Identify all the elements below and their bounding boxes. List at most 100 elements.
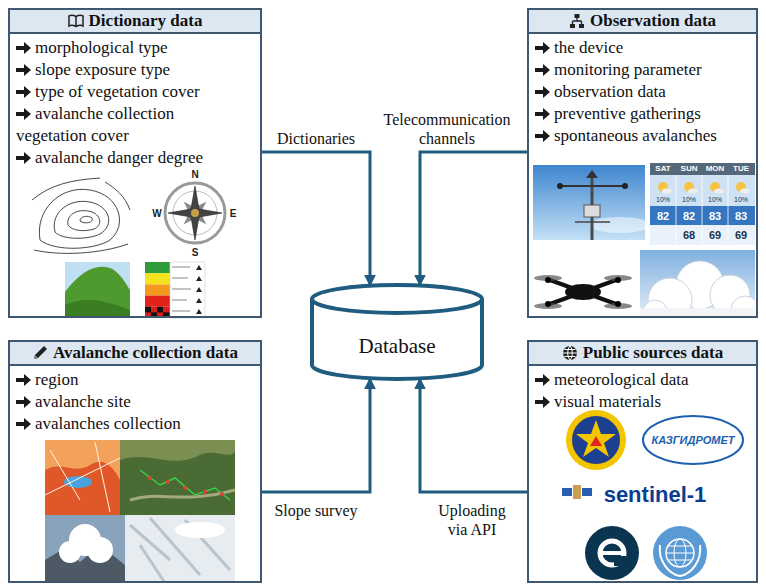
bullet-arrow: [16, 42, 31, 54]
weather-station-photo-part: [575, 221, 610, 223]
avalanche-photo: [640, 250, 755, 318]
header-icon: [562, 345, 578, 361]
satellite-image-part-part: [148, 476, 152, 480]
weather-station-photo-part: [622, 183, 628, 189]
bullet-arrow-part: [16, 42, 31, 54]
contour-map: [32, 178, 130, 253]
sentinel-satellite-icon-part: [573, 485, 581, 499]
bullet-item: region: [16, 369, 240, 391]
weather-widget-part: [688, 189, 698, 194]
bullet-arrow: [535, 374, 550, 386]
panel-header: Avalanche collection data: [10, 342, 260, 366]
esa-logo-part: [614, 556, 626, 566]
image-text: MON: [706, 165, 725, 174]
panel-body: the devicemonitoring parameterobservatio…: [529, 34, 756, 147]
satellite-image: [120, 440, 235, 515]
bullet-arrow: [16, 374, 31, 386]
bullet-arrow-part: [535, 396, 550, 408]
data-panel: Dictionary datamorphological typeslope e…: [8, 8, 262, 318]
bullet-arrow-part: [535, 64, 550, 76]
esa-logo-part: [599, 551, 625, 555]
database-cylinder: Database: [310, 283, 484, 381]
bullet-arrow: [535, 396, 550, 408]
image-text: sentinel-1: [604, 483, 707, 507]
danger-scale-part: [145, 296, 170, 307]
hill-photo-part: [65, 262, 130, 318]
bullet-arrow-part: [535, 108, 550, 120]
image-text: 82: [657, 210, 669, 222]
bullet-item: avalanche danger degree: [16, 147, 240, 169]
region-map-part: [64, 476, 92, 488]
bullet-text: avalanche danger degree: [35, 148, 203, 167]
wmo-logo-part: [666, 539, 694, 567]
contour-map-part: [34, 244, 128, 253]
danger-scale-part: [157, 307, 163, 313]
panel-header: Public sources data: [529, 342, 756, 366]
satellite-image-part-part: [203, 490, 207, 494]
emergency-logo-part: [576, 420, 616, 457]
data-panel: Observation data the device monitoring par…: [527, 8, 758, 318]
bullet-text: avalanches collection: [35, 414, 181, 433]
satellite-image-part-part: [220, 492, 224, 496]
weather-widget: [650, 163, 755, 245]
satellite-image-part: [120, 440, 235, 515]
drone-photo-part: [550, 280, 616, 304]
bullet-item: monitoring parameter: [535, 59, 736, 81]
bullet-arrow-part: [16, 396, 31, 408]
header-icon-part: [34, 346, 47, 359]
wmo-logo-part: [653, 526, 707, 580]
bullet-item: the device: [535, 37, 736, 59]
emergency-logo-part: [572, 416, 620, 464]
drone-photo-part: [565, 284, 601, 300]
bullet-arrow-part: [535, 42, 550, 54]
header-icon-part: [572, 18, 581, 24]
image-text: TUE: [733, 165, 749, 174]
region-map-part: [45, 442, 120, 512]
panel-header: Dictionary data: [10, 10, 260, 34]
bullet-arrow-part: [16, 86, 31, 98]
panel-body: regionavalanche site avalanches collectio…: [10, 366, 260, 435]
satellite-image-part-part: [166, 480, 170, 484]
esa-logo-part: [585, 526, 639, 580]
snow-cloud-photo-part: [59, 524, 113, 563]
header-icon-part: [563, 346, 577, 360]
danger-scale-part: [145, 284, 170, 295]
image-text: 10%: [682, 196, 696, 204]
satellite-image-part: [140, 470, 230, 500]
danger-scale-part: [145, 273, 170, 284]
weather-widget-part: [714, 189, 724, 194]
bullet-arrow: [535, 42, 550, 54]
bullet-arrow: [535, 108, 550, 120]
bullet-text: the device: [554, 38, 623, 57]
bullet-arrow: [16, 396, 31, 408]
image-text: 69: [735, 229, 747, 241]
compass-rose-part: [191, 209, 199, 217]
snow-cloud-photo-part-part: [87, 537, 113, 563]
sentinel-satellite-icon: [562, 485, 592, 499]
cylinder-outline-part: [312, 285, 482, 313]
bullet-text: monitoring parameter: [554, 60, 702, 79]
danger-scale-part: [145, 307, 151, 313]
kazhydromet-logo-part: [643, 416, 743, 464]
connector-label: Uploading via API: [425, 501, 519, 539]
weather-widget-part: [650, 206, 755, 225]
panel-body: meteorological datavisual materials: [529, 366, 756, 413]
image-text: 10%: [734, 196, 748, 204]
panel-title: Observation data: [590, 11, 716, 31]
weather-station-photo-part: [557, 183, 563, 189]
bullet-text: avalanche collection vegetation cover: [16, 104, 174, 145]
bullet-arrow-part: [16, 64, 31, 76]
region-map-part: [45, 440, 120, 515]
weather-widget-part: [650, 225, 755, 245]
bullet-text: slope exposure type: [35, 60, 170, 79]
image-text: 10%: [708, 196, 722, 204]
weather-widget-part: [650, 163, 755, 175]
bullet-text: avalanche site: [35, 392, 131, 411]
bullet-text: type of vegetation cover: [35, 82, 200, 101]
image-text: SUN: [681, 165, 698, 174]
contour-map-part: [68, 211, 100, 231]
header-icon-part: [69, 15, 83, 26]
hill-photo-part: [65, 267, 130, 318]
contour-map-part: [80, 216, 92, 223]
satellite-image-part: [120, 440, 235, 461]
